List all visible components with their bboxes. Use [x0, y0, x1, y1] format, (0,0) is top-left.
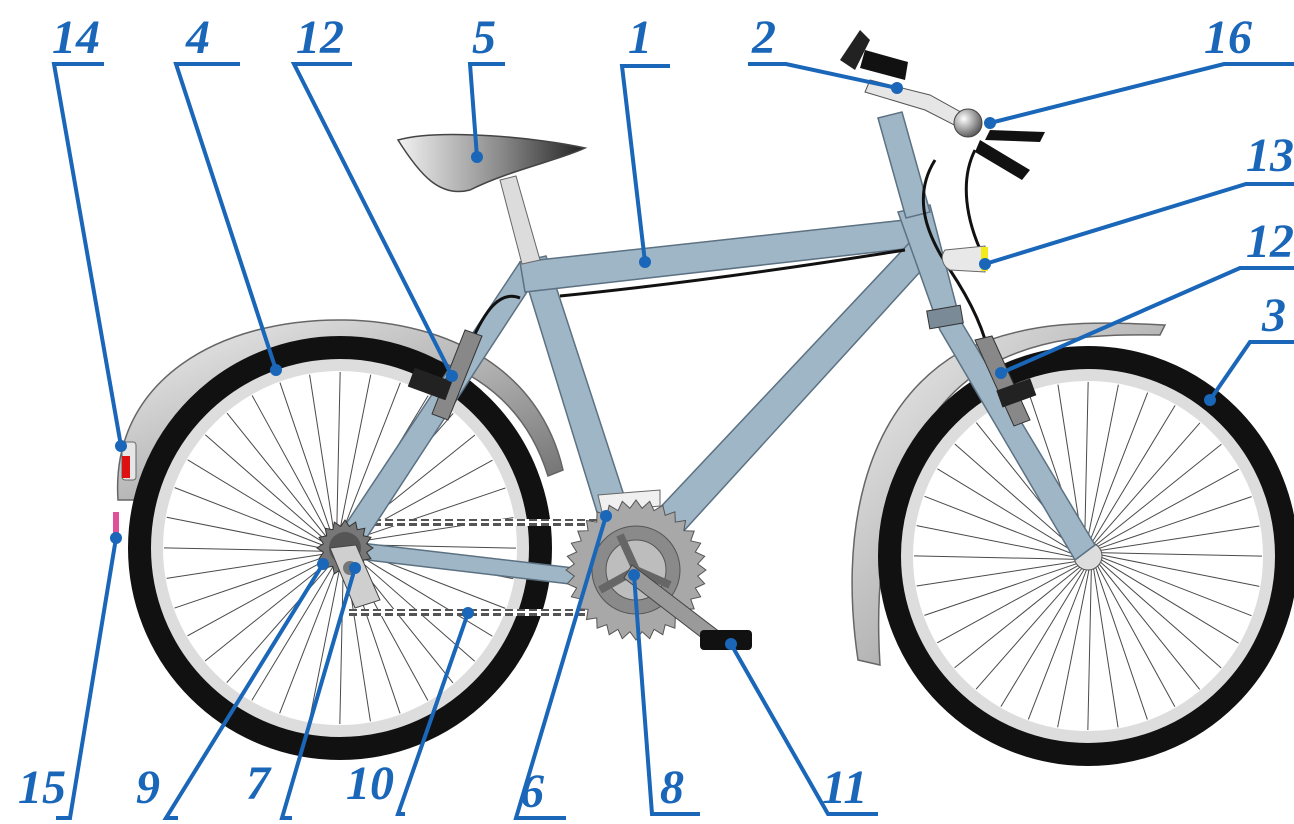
spoke	[1097, 553, 1262, 557]
spoke	[1088, 393, 1148, 546]
spoke	[227, 413, 331, 543]
callout-number-4: 4	[186, 14, 210, 62]
callout-number-5: 5	[472, 14, 496, 62]
callout-number-10: 10	[346, 760, 394, 808]
spoke	[1085, 382, 1089, 547]
leader-dot-n14	[115, 440, 127, 452]
leader-dot-n13	[979, 258, 991, 270]
spoke	[1091, 423, 1200, 547]
leader-line-n14	[54, 64, 121, 446]
leader-dot-n5	[471, 151, 483, 163]
callout-number-11: 11	[822, 764, 867, 812]
spoke	[1088, 565, 1092, 730]
spoke	[310, 375, 335, 540]
rear-reflector	[113, 512, 119, 534]
spoke	[955, 565, 1083, 668]
callout-number-9: 9	[136, 764, 160, 812]
spoke	[175, 488, 330, 548]
leader-dot-n2	[891, 82, 903, 94]
spoke	[188, 460, 330, 546]
callout-number-2: 2	[752, 14, 776, 62]
callout-number-12-rear: 12	[296, 14, 344, 62]
callout-number-6: 6	[520, 768, 544, 816]
leader-dot-n9	[317, 558, 329, 570]
leader-dot-n16	[984, 117, 996, 129]
spoke	[167, 553, 332, 578]
saddle	[398, 135, 585, 264]
leader-dot-n3	[1204, 394, 1216, 406]
leader-line-n7	[282, 568, 355, 818]
callout-number-12-front: 12	[1246, 218, 1294, 266]
spoke	[1097, 526, 1260, 551]
spoke	[1093, 444, 1221, 547]
spoke	[280, 558, 340, 713]
leader-dot-n10	[462, 607, 474, 619]
front-wheel	[890, 358, 1286, 754]
callout-number-1: 1	[628, 14, 652, 62]
leader-dot-n4	[270, 364, 282, 376]
leader-dot-n7	[349, 562, 361, 574]
leader-dot-n12b	[995, 367, 1007, 379]
spoke	[1090, 405, 1175, 546]
spoke	[164, 548, 331, 552]
leader-line-n3	[1210, 342, 1294, 400]
leader-line-n1	[622, 66, 670, 262]
spoke	[205, 557, 335, 661]
spoke	[337, 372, 341, 539]
callout-number-14: 14	[52, 14, 100, 62]
spoke	[917, 561, 1080, 586]
handlebar	[840, 30, 1045, 180]
leader-dot-n15	[110, 532, 122, 544]
spoke	[1001, 566, 1086, 707]
spoke	[252, 558, 338, 700]
callout-number-15: 15	[18, 764, 66, 812]
spoke	[227, 557, 337, 682]
spoke	[340, 557, 344, 724]
spoke	[1097, 559, 1221, 668]
spoke	[1093, 565, 1118, 728]
spoke	[1098, 556, 1251, 616]
leader-dot-n11	[725, 638, 737, 650]
callout-number-16: 16	[1204, 14, 1252, 62]
callout-number-3: 3	[1262, 292, 1286, 340]
callout-number-8: 8	[660, 764, 684, 812]
bell	[954, 109, 982, 137]
spoke	[1028, 566, 1088, 719]
leader-dot-n8	[628, 569, 640, 581]
leader-dot-n6	[600, 510, 612, 522]
leader-dot-n1	[639, 256, 651, 268]
spoke	[914, 556, 1079, 560]
spoke	[205, 435, 330, 545]
leader-dot-n12a	[446, 370, 458, 382]
spoke	[976, 565, 1085, 689]
spoke	[1097, 561, 1200, 689]
callout-number-7: 7	[246, 760, 270, 808]
callout-number-13: 13	[1246, 132, 1294, 180]
spoke	[1098, 558, 1239, 643]
leader-line-n4	[176, 64, 276, 370]
leader-line-n16	[990, 64, 1294, 123]
